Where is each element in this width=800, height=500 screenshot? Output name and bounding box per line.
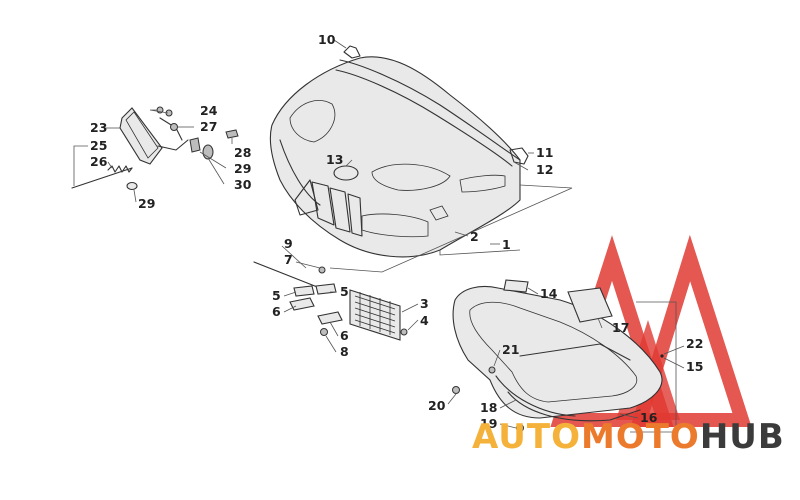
bolt-part-20 [452,386,460,394]
callout-29a: 29 [234,161,251,176]
callout-6b: 6 [340,328,349,343]
headlight-part [119,107,189,165]
callout-24: 24 [200,103,218,118]
callout-10: 10 [318,32,336,47]
fastener-part-21 [488,366,496,374]
callout-13: 13 [326,152,343,167]
nut-part-27 [170,123,178,131]
callout-14: 14 [540,286,558,301]
callout-16: 16 [640,410,658,425]
callout-7: 7 [284,252,293,267]
callout-18: 18 [480,400,497,415]
callout-4: 4 [420,313,429,328]
pin-part-7 [318,266,326,274]
callout-5a: 5 [272,288,281,303]
callout-26: 26 [90,154,108,169]
callout-25: 25 [90,138,107,153]
screw-part-4 [400,328,408,336]
watermark-wordmark: AUTOMOTOHUB [472,417,785,457]
cover-part-14 [503,279,529,293]
spacer-part-29 [189,137,201,153]
strap-part-16 [507,391,641,422]
watermark-auto: AUTO [472,417,581,457]
callout-30: 30 [234,177,252,192]
tray-reference-box [630,301,677,433]
callout-22: 22 [686,336,703,351]
bracket-part-17 [567,287,613,323]
watermark-moto: MOTO [581,417,700,457]
callout-17: 17 [612,320,629,335]
callout-5b: 5 [340,284,349,299]
callout-12: 12 [536,162,553,177]
clip-part-10 [343,45,361,59]
callout-6a: 6 [272,304,281,319]
screw-part-28 [225,129,239,139]
callout-23: 23 [90,120,107,135]
callout-21: 21 [502,342,519,357]
nut-part-8 [320,328,328,336]
callout-3: 3 [420,296,429,311]
clip-part-19 [516,424,524,432]
callout-19: 19 [480,416,497,431]
watermark-hub: HUB [700,417,785,457]
clip-part-6b [317,311,343,325]
callout-8: 8 [340,344,349,359]
callout-20: 20 [428,398,446,413]
trim-strip-part-11 [509,147,529,165]
washer-part-29b [126,181,138,191]
bracket-part-5a [293,285,315,297]
callout-28: 28 [234,145,251,160]
callout-15: 15 [686,359,703,374]
hood-reference-box [329,184,573,273]
leader-lines [73,39,685,429]
mesh-screen-part-3 [349,289,401,341]
callout-29b: 29 [138,196,155,211]
callout-1: 1 [502,237,511,252]
hood-part [269,56,521,258]
callout-9: 9 [284,236,293,251]
storage-tray-part [452,285,663,419]
callout-2: 2 [470,229,479,244]
clip-part-6a [289,297,315,311]
spring-part-26 [107,165,133,173]
callout-27: 27 [200,119,217,134]
bracket-part-5b [315,283,337,295]
callout-11: 11 [536,145,553,160]
